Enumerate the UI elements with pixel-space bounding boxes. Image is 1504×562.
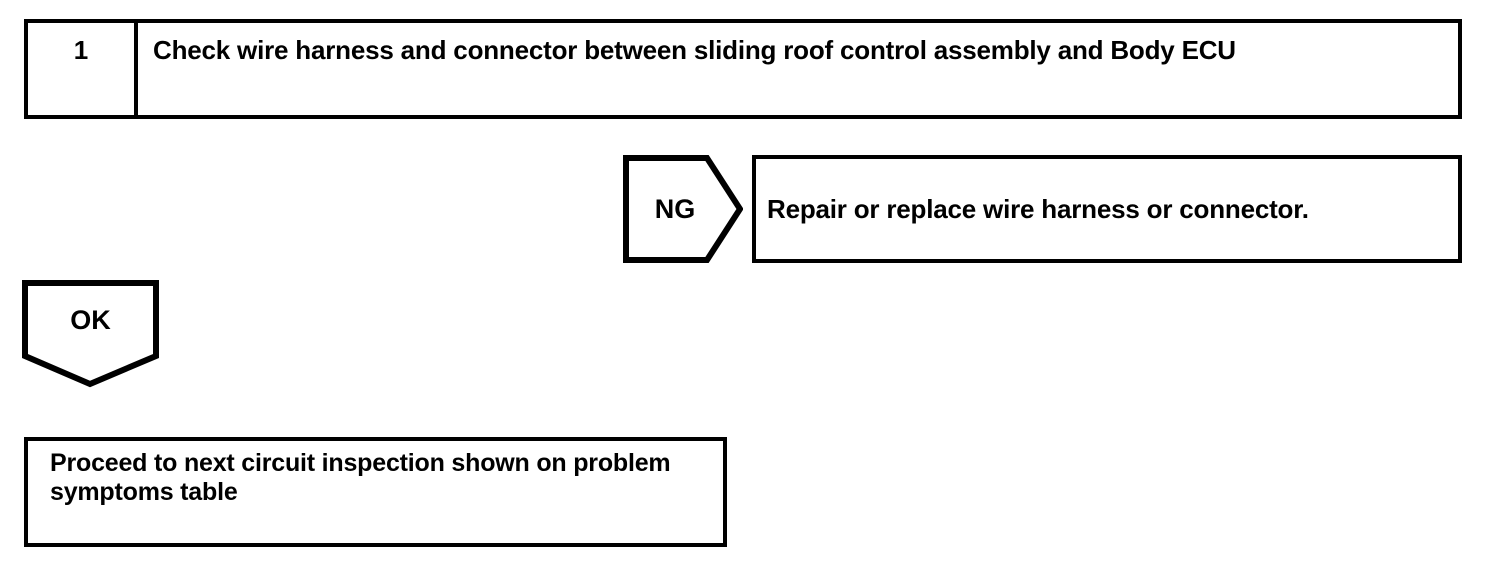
- ng-result-box: Repair or replace wire harness or connec…: [752, 155, 1462, 263]
- step-instruction-text: Check wire harness and connector between…: [153, 35, 1236, 65]
- next-step-box: Proceed to next circuit inspection shown…: [24, 437, 727, 547]
- next-step-text: Proceed to next circuit inspection shown…: [50, 449, 671, 506]
- step-number: 1: [73, 35, 89, 65]
- step-number-cell: 1: [28, 23, 138, 115]
- step-instruction-cell: Check wire harness and connector between…: [138, 23, 1458, 115]
- ok-arrow-icon: [22, 280, 159, 390]
- step-1-table: 1 Check wire harness and connector betwe…: [24, 19, 1462, 119]
- ng-result-text: Repair or replace wire harness or connec…: [767, 193, 1309, 224]
- ng-arrow-icon: [623, 155, 743, 263]
